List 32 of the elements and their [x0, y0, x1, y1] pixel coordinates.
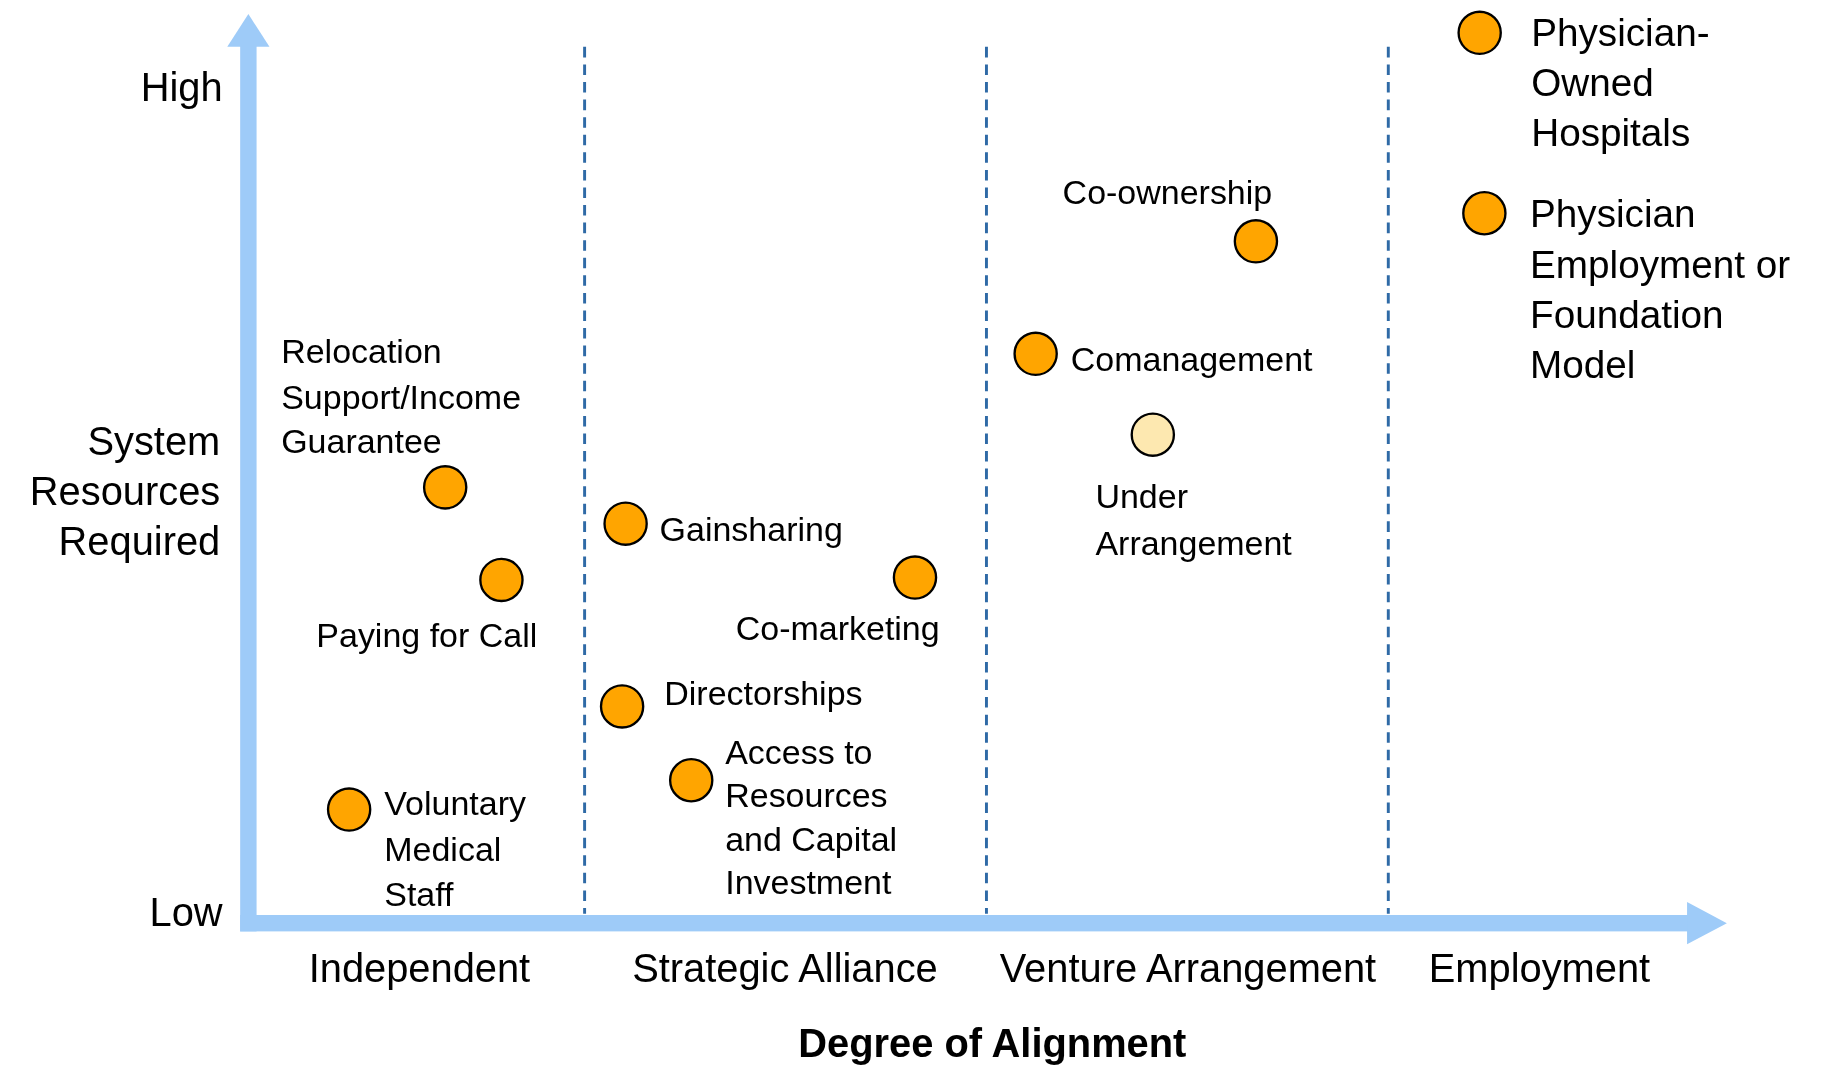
circle-marker [1462, 190, 1507, 236]
category-label: Independent [308, 945, 531, 991]
item-label: Comanagement [1070, 339, 1313, 381]
circle-marker [326, 787, 372, 832]
category-label: Strategic Alliance [632, 945, 938, 991]
item-label: Relocation Support/Income Guarantee [281, 331, 523, 463]
category-label: Venture Arrangement [999, 945, 1377, 991]
circle-marker [1457, 10, 1502, 56]
axis-title: Degree of Alignment [798, 1020, 1187, 1066]
item-label: Gainsharing [659, 509, 843, 551]
item-label: Access to Resources and Capital Investment [725, 732, 899, 903]
circle-marker [422, 465, 468, 510]
circle-marker [603, 501, 648, 546]
circle-marker [599, 684, 645, 729]
circle-marker [1013, 331, 1058, 377]
category-label: Employment [1428, 945, 1651, 991]
circle-marker [892, 555, 938, 600]
item-label: Co-marketing [735, 608, 940, 649]
circle-marker [1130, 412, 1176, 457]
item-label: Directorships [664, 673, 863, 715]
item-label: Voluntary Medical Staff [384, 783, 527, 915]
axis-label: High [139, 64, 223, 110]
circle-marker [479, 557, 524, 603]
item-label: Under Arrangement [1095, 477, 1293, 565]
axis-label: Low [148, 889, 223, 935]
item-label: Co-ownership [1062, 172, 1273, 213]
axis-title: System Resources Required [28, 417, 221, 566]
item-label: Paying for Call [316, 615, 538, 656]
item-label: Physician Employment or Foundation Model [1530, 191, 1792, 389]
item-label: Physician-Owned Hospitals [1531, 9, 1711, 157]
circle-marker [668, 758, 714, 803]
circle-marker [1233, 219, 1279, 264]
